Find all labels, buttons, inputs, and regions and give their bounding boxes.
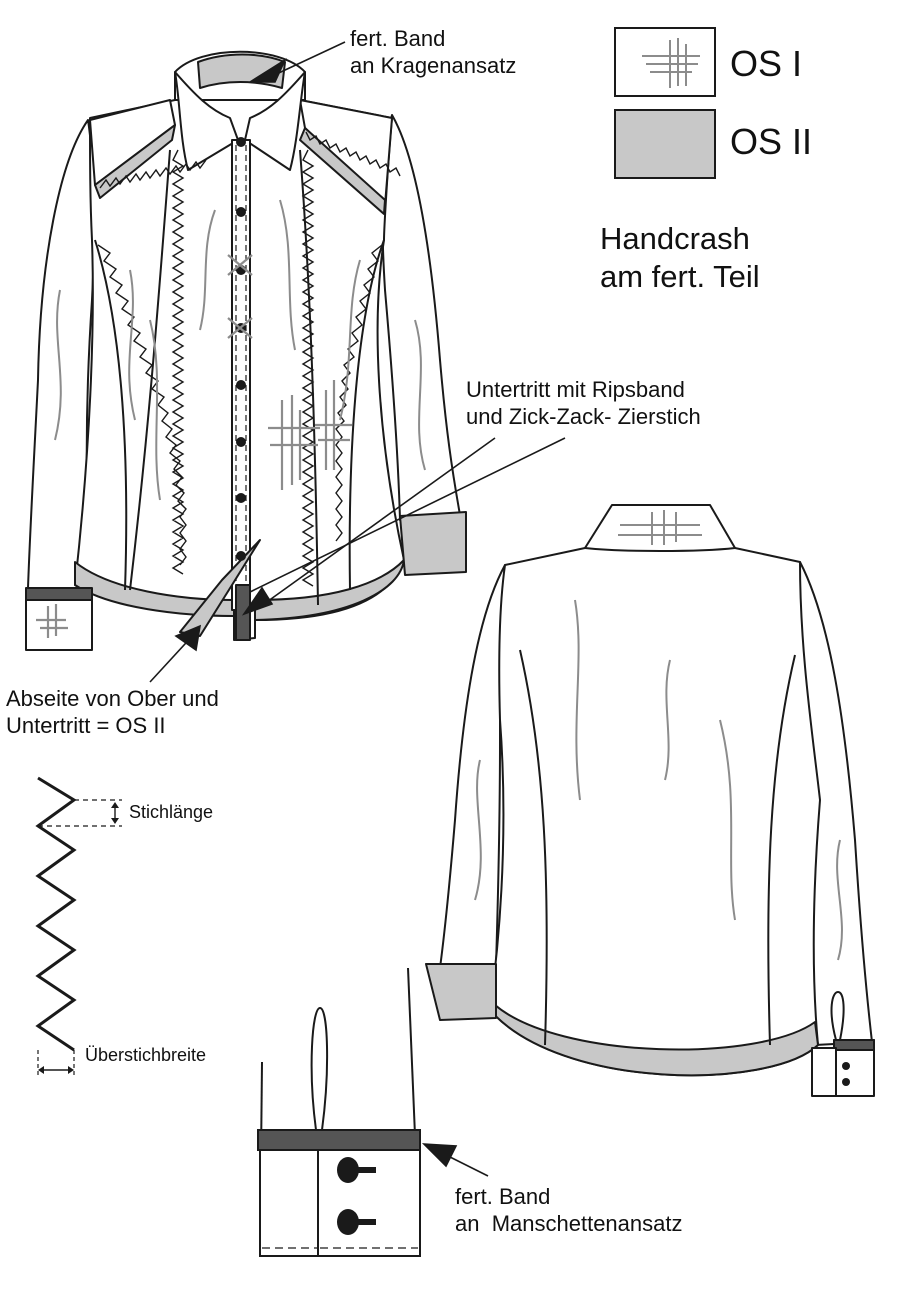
back-right-panel-seam <box>767 654 796 1046</box>
back-right-cuff-loop <box>830 991 845 1041</box>
arrow-icon <box>421 1143 458 1168</box>
cuff-band-note: fert. Band an Manschettenansatz <box>455 1184 682 1238</box>
button-icon <box>236 380 246 390</box>
front-zigzag-stitches <box>97 131 401 587</box>
cuff-detail-loop <box>310 1006 329 1131</box>
zigzag-detail <box>35 776 122 1075</box>
legend-label-os2: OS II <box>730 121 813 162</box>
front-right-side-seam <box>348 239 385 591</box>
stitch-length-label: Stichlänge <box>129 802 214 822</box>
button-icon <box>236 437 246 447</box>
front-left-princess-seam <box>129 149 171 591</box>
cuff-detail <box>257 967 421 1257</box>
button-icon <box>236 207 246 217</box>
shirt-front-view <box>25 50 467 651</box>
legend-swatch-os2 <box>614 109 716 179</box>
front-crosshatch <box>36 254 352 638</box>
buttonhole-icon <box>352 1219 376 1225</box>
button-icon <box>236 137 246 147</box>
button-icon <box>236 493 246 503</box>
legend-swatch-os1 <box>614 27 716 97</box>
front-wrinkles <box>54 199 426 501</box>
crosshatch-icon <box>642 38 700 88</box>
cuff-detail-band <box>257 1129 421 1151</box>
collar-band-note: fert. Band an Kragenansatz <box>350 26 516 80</box>
arrow-icon <box>241 586 274 616</box>
front-right-sleeve <box>381 114 461 521</box>
legend-label-os1: OS I <box>730 43 803 84</box>
zigzag-stitch-line <box>35 776 77 1052</box>
cuff-band-note-line2: an Manschettenansatz <box>455 1210 683 1236</box>
button-icon <box>337 1157 359 1183</box>
front-right-cuff <box>399 511 467 576</box>
arrow-icon <box>174 624 202 652</box>
button-icon <box>842 1078 850 1086</box>
back-collar-crosshatch <box>618 510 702 545</box>
back-left-sleeve <box>439 564 506 969</box>
reverse-side-note: Abseite von Ober und Untertritt = OS II <box>6 686 219 740</box>
reverse-side-note-line1: Abseite von Ober und <box>6 686 219 711</box>
back-right-under-cuff <box>811 1047 837 1097</box>
shirt-back-view <box>425 504 875 1097</box>
handcrash-note-line2: am fert. Teil <box>600 258 760 294</box>
placket-note: Untertritt mit Ripsband und Zick-Zack- Z… <box>466 377 701 431</box>
back-left-cuff <box>425 963 497 1021</box>
legend <box>614 27 716 179</box>
back-cuff-buttons <box>842 1062 850 1086</box>
back-right-cuff-band <box>833 1039 875 1051</box>
reverse-side-note-line2: Untertritt = OS II <box>6 712 166 738</box>
cuff-detail-under <box>259 1147 319 1257</box>
front-left-side-seam <box>94 239 128 591</box>
front-right-yoke-band <box>299 127 386 215</box>
buttonhole-icon <box>352 1167 376 1173</box>
button-icon <box>236 551 246 561</box>
arrow-icon <box>247 57 287 83</box>
front-collar-right <box>244 71 306 171</box>
collar-band-note-line1: fert. Band <box>350 26 446 51</box>
back-left-panel-seam <box>519 649 548 1046</box>
back-collar <box>584 504 736 552</box>
cuff-detail-cuff <box>317 1147 421 1257</box>
button-icon <box>842 1062 850 1070</box>
placket-note-line1: Untertritt mit Ripsband <box>466 377 685 402</box>
leader-lines <box>149 41 566 1177</box>
front-collar-left <box>174 71 239 171</box>
back-hem-band <box>489 1004 819 1077</box>
handcrash-note: Handcrash am fert. Teil <box>600 220 760 296</box>
cuff-band-note-line1: fert. Band <box>455 1184 551 1209</box>
front-left-cuff-band <box>25 587 93 601</box>
back-body <box>489 547 821 1077</box>
cuff-detail-buttons <box>337 1157 376 1235</box>
handcrash-note-line1: Handcrash <box>600 221 750 256</box>
placket-note-line2: und Zick-Zack- Zierstich <box>466 403 701 429</box>
back-wrinkles <box>474 599 843 961</box>
stitch-width-label: Überstichbreite <box>85 1045 207 1065</box>
button-icon <box>337 1209 359 1235</box>
collar-band-note-line2: an Kragenansatz <box>350 52 517 78</box>
